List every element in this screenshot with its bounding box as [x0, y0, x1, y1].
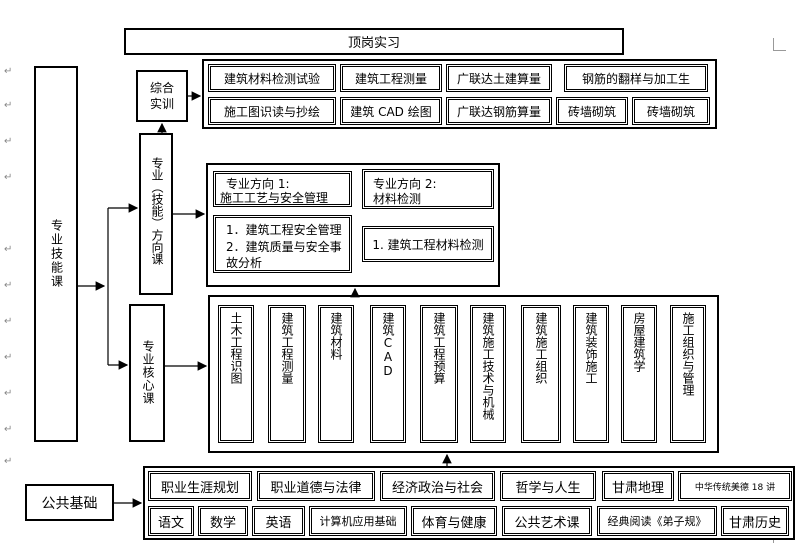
public-course-box: 体育与健康 [411, 506, 497, 536]
direction-1-course: 1．建筑工程安全管理 [226, 223, 342, 237]
internship-box: 顶岗实习 [124, 28, 624, 55]
public-course-box: 英语 [252, 506, 305, 536]
core-course-box: 房屋建筑学 [621, 305, 657, 443]
core-course-label: 建筑工程测量 [280, 312, 294, 384]
public-course-box: 职业道德与法律 [257, 471, 375, 501]
comprehensive-course: 广联达土建算量 [446, 64, 552, 92]
direction-1-courses: 1．建筑工程安全管理 2．建筑质量与安全事故分析 [213, 215, 352, 273]
public-course-label: 英语 [265, 515, 292, 531]
course-label: 广联达土建算量 [456, 71, 541, 86]
course-label: 砖墙砌筑 [567, 104, 616, 119]
public-course-box: 甘肃历史 [721, 506, 789, 536]
public-course-label: 职业道德与法律 [270, 480, 362, 496]
core-label-box: 专业核心课 [129, 304, 165, 442]
public-label: 公共基础 [41, 495, 98, 512]
public-course-label: 经济政治与社会 [391, 480, 483, 496]
direction-label: 专业（技能）方向课 [150, 157, 164, 265]
public-course-label: 公共艺术课 [514, 515, 580, 531]
core-course-box: 施工组织与管理 [670, 305, 706, 443]
comprehensive-course: 砖墙砌筑 [556, 97, 628, 125]
public-course-label: 计算机应用基础 [319, 515, 397, 528]
direction-2-course: 1. 建筑工程材料检测 [372, 237, 484, 252]
comprehensive-course: 建筑 CAD 绘图 [340, 97, 442, 125]
public-course-label: 数学 [209, 515, 236, 531]
skills-main-label: 专业技能课 [49, 219, 64, 289]
public-course-box: 计算机应用基础 [309, 506, 407, 536]
public-course-box: 语文 [148, 506, 194, 536]
public-course-box: 数学 [198, 506, 248, 536]
public-course-box: 公共艺术课 [502, 506, 592, 536]
direction-1-course: 2．建筑质量与安全事故分析 [226, 240, 342, 270]
page-corner-top [773, 38, 786, 51]
core-course-box: 建筑工程测量 [268, 305, 306, 443]
public-course-box: 中华传统美德 18 讲 [678, 471, 792, 501]
direction-2-name: 材料检测 [373, 192, 422, 206]
course-label: 广联达钢筋算量 [456, 104, 541, 119]
course-label: 建筑工程测量 [354, 71, 427, 86]
core-course-label: 房屋建筑学 [632, 312, 646, 372]
public-course-label: 经典阅读《弟子规》 [607, 515, 707, 528]
public-course-box: 经济政治与社会 [380, 471, 495, 501]
course-label: 建筑 CAD 绘图 [350, 104, 432, 119]
direction-2-box: 专业方向 2: 材料检测 [362, 169, 494, 209]
public-course-box: 职业生涯规划 [148, 471, 252, 501]
core-course-label: 施工组织与管理 [681, 312, 695, 396]
direction-1-box: 专业方向 1: 施工工艺与安全管理 [213, 171, 352, 207]
public-course-label: 中华传统美德 18 讲 [694, 482, 776, 493]
core-course-box: 土木工程识图 [218, 305, 254, 443]
direction-label-box: 专业（技能）方向课 [139, 133, 173, 295]
core-course-label: 建筑CAD [381, 312, 395, 378]
core-course-box: 建筑工程预算 [420, 305, 458, 443]
core-label: 专业核心课 [141, 340, 155, 405]
public-course-box: 经典阅读《弟子规》 [597, 506, 717, 536]
core-course-box: 建筑装饰施工 [573, 305, 609, 443]
direction-2-title: 专业方向 2: [373, 177, 437, 191]
core-course-label: 土木工程识图 [229, 312, 243, 384]
core-course-box: 建筑CAD [370, 305, 406, 443]
core-course-box: 建筑材料 [318, 305, 354, 443]
direction-1-title: 专业方向 1: [226, 177, 290, 191]
comprehensive-label: 综合实训 [149, 81, 174, 111]
core-course-label: 建筑施工组织 [534, 312, 548, 384]
core-course-box: 建筑施工组织 [521, 305, 561, 443]
comprehensive-course: 广联达钢筋算量 [446, 97, 552, 125]
public-course-label: 语文 [157, 515, 184, 531]
public-course-label: 职业生涯规划 [160, 480, 239, 496]
public-course-box: 哲学与人生 [500, 471, 596, 501]
comprehensive-course: 钢筋的翻样与加工生 [564, 64, 708, 92]
comprehensive-course: 施工图识读与抄绘 [208, 97, 336, 125]
public-course-label: 甘肃地理 [611, 480, 664, 496]
core-course-label: 建筑施工技术与机械 [481, 312, 495, 420]
core-course-box: 建筑施工技术与机械 [470, 305, 506, 443]
direction-2-courses: 1. 建筑工程材料检测 [362, 226, 494, 262]
core-course-label: 建筑工程预算 [432, 312, 446, 384]
comprehensive-course: 建筑材料检测试验 [208, 64, 336, 92]
comprehensive-course: 砖墙砌筑 [632, 97, 710, 125]
public-course-label: 哲学与人生 [515, 480, 581, 496]
course-label: 砖墙砌筑 [646, 104, 695, 119]
core-course-label: 建筑材料 [329, 312, 343, 360]
public-course-box: 甘肃地理 [602, 471, 674, 501]
core-course-label: 建筑装饰施工 [584, 312, 598, 384]
comprehensive-course: 建筑工程测量 [340, 64, 442, 92]
course-label: 建筑材料检测试验 [223, 71, 320, 86]
course-label: 钢筋的翻样与加工生 [581, 71, 690, 86]
comprehensive-label-box: 综合实训 [136, 70, 188, 122]
public-course-label: 体育与健康 [421, 515, 487, 531]
skills-main-box: 专业技能课 [34, 66, 78, 442]
public-label-box: 公共基础 [25, 484, 114, 521]
course-label: 施工图识读与抄绘 [223, 104, 320, 119]
internship-label: 顶岗实习 [347, 36, 400, 51]
public-course-label: 甘肃历史 [728, 515, 781, 531]
direction-1-name: 施工工艺与安全管理 [220, 191, 329, 205]
